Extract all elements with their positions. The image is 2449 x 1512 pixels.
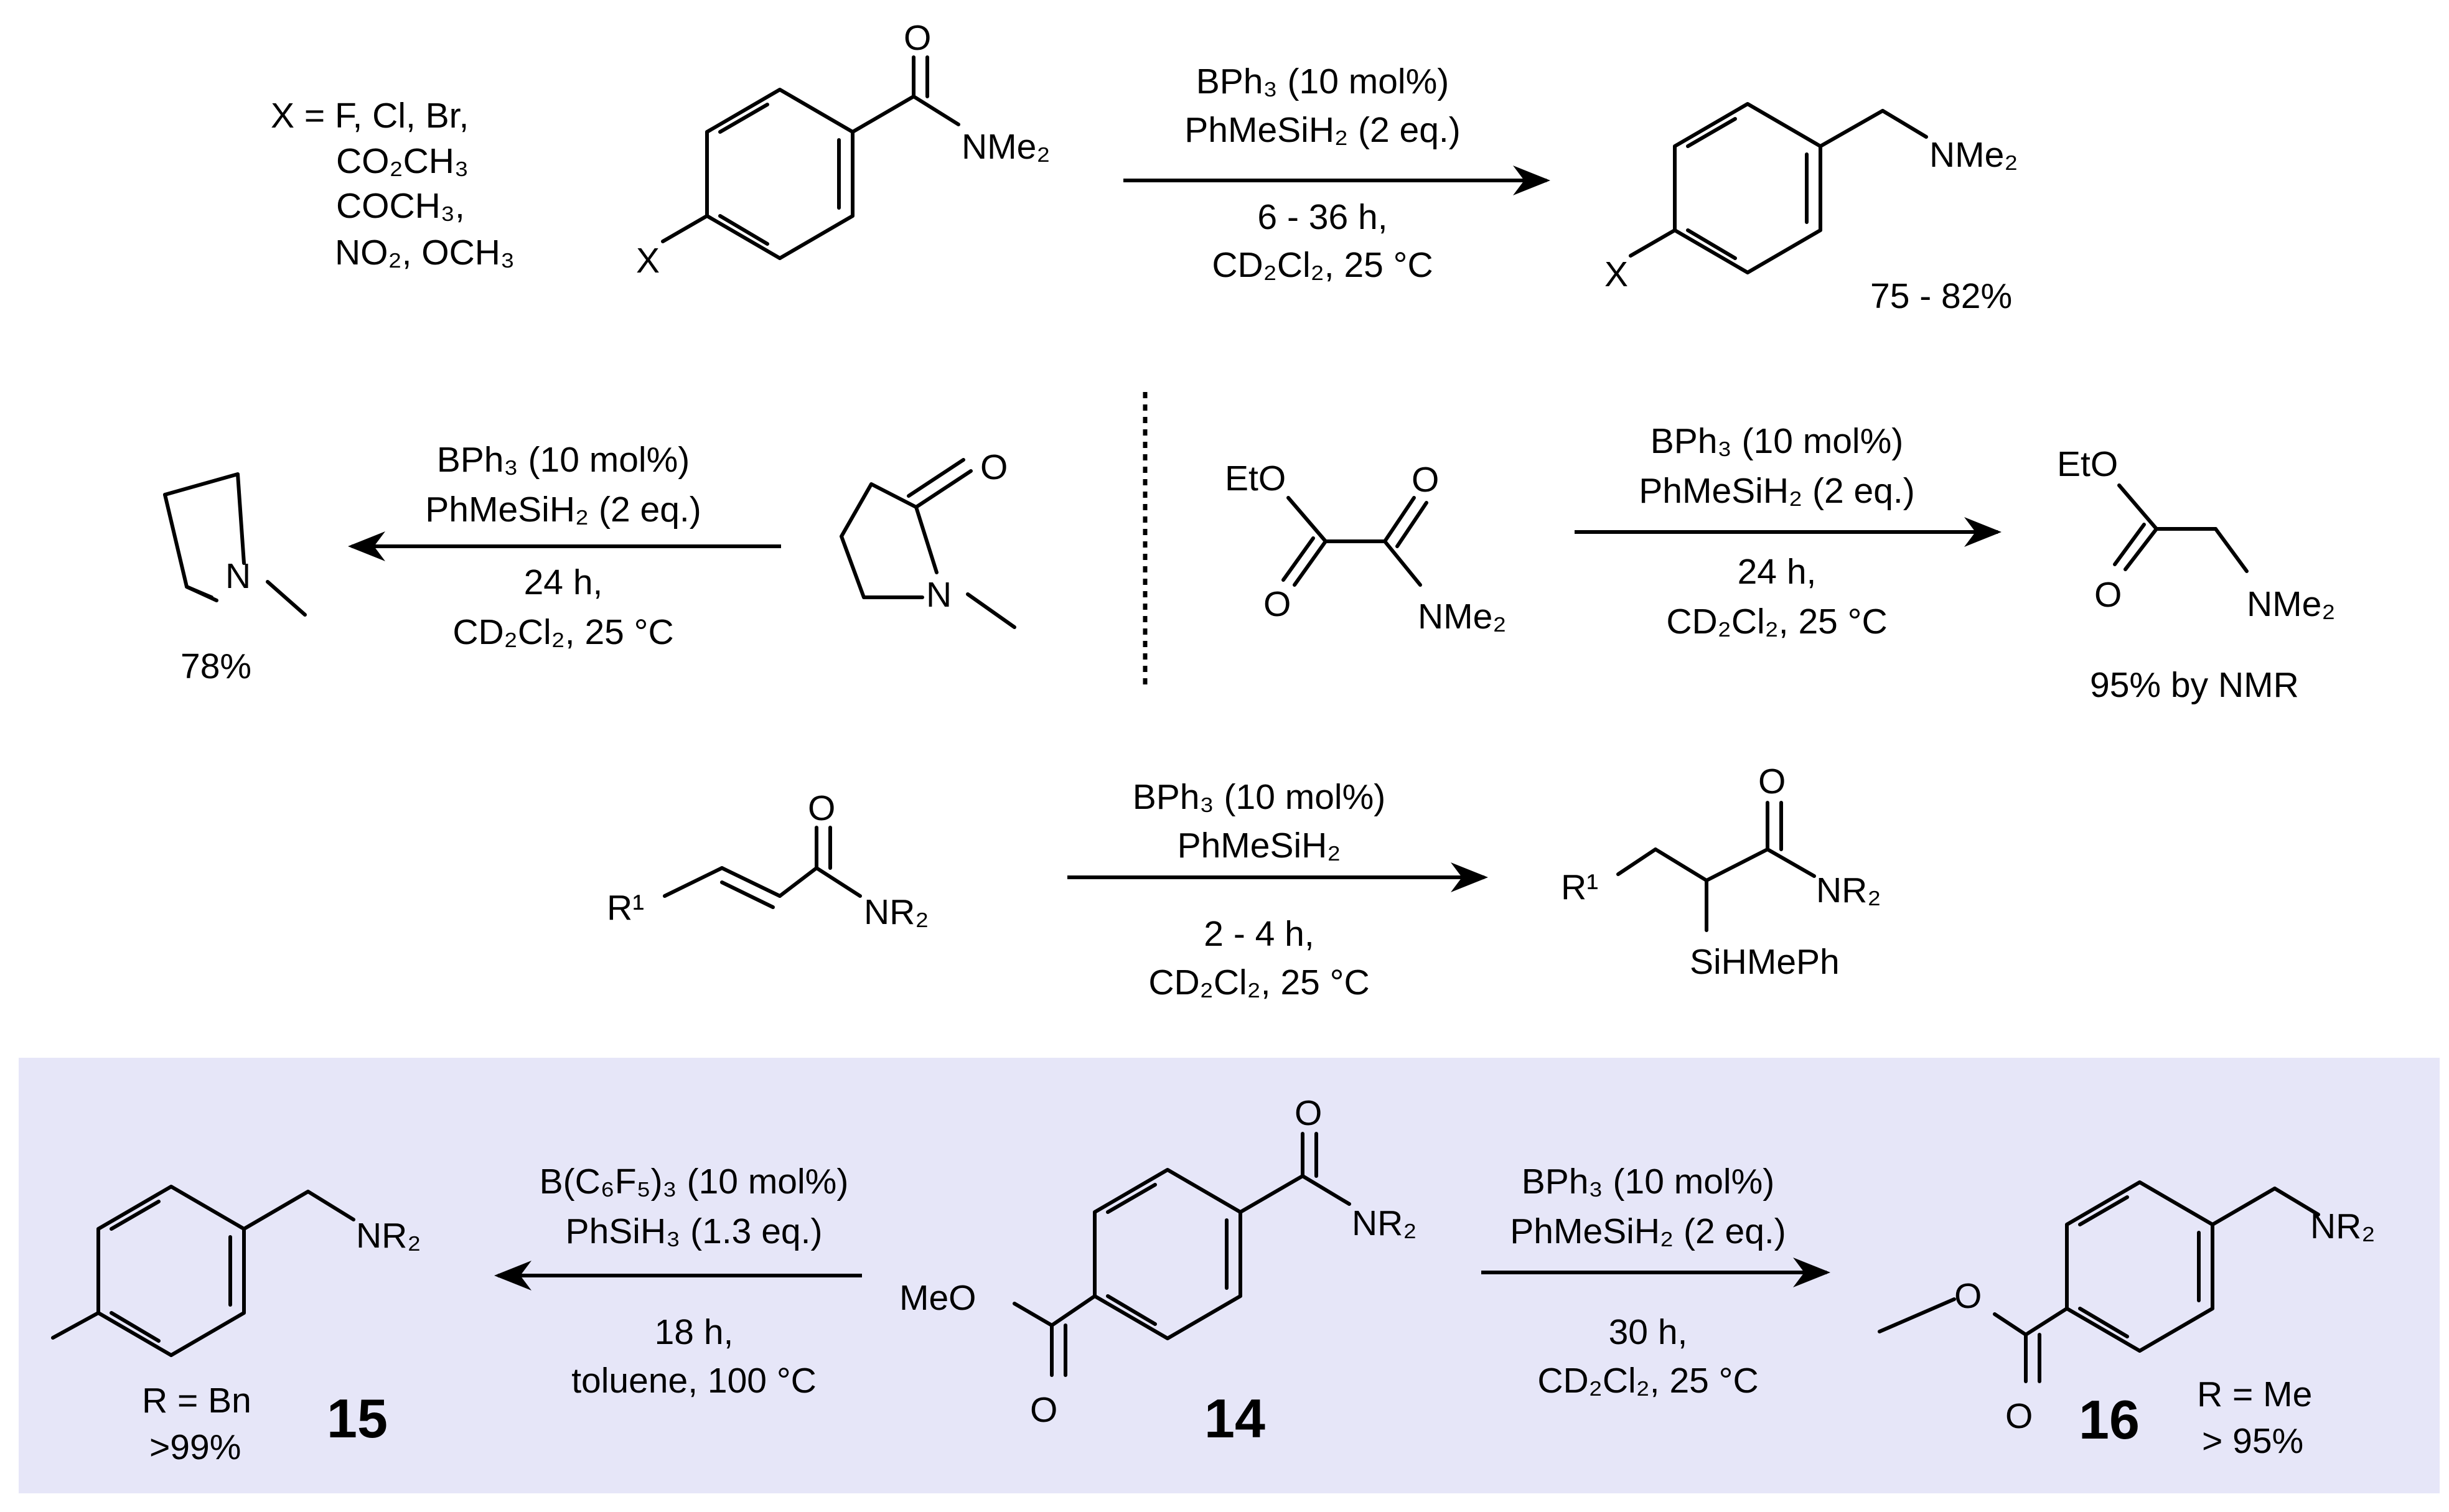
compound-number-14: 14: [1204, 1388, 1265, 1449]
nr2-label: NR₂: [1816, 870, 1881, 910]
r1-label: R¹: [1561, 867, 1598, 907]
compound-number-15: 15: [327, 1388, 388, 1449]
yield-label: >99%: [149, 1427, 241, 1467]
ester-carbonyl-o-label: O: [1030, 1390, 1057, 1430]
row1-conditions: BPh₃ (10 mol%) PhMeSiH₂ (2 eq.) 6 - 36 h…: [1123, 62, 1550, 285]
row3-starting-enamide: R¹ O NR₂: [607, 788, 929, 932]
highlight-panel: [19, 1058, 2440, 1493]
time: 24 h,: [1738, 552, 1817, 592]
row1-product-amine: X NMe₂ 75 - 82%: [1604, 102, 2018, 316]
x-substituent-label: X: [1604, 254, 1628, 294]
solvent-temp: CD₂Cl₂, 25 °C: [1212, 245, 1433, 285]
yield-label: 95% by NMR: [2090, 665, 2299, 705]
x-list-line-2: CO₂CH₃: [336, 141, 469, 181]
reagent-2: PhMeSiH₂: [1178, 826, 1341, 866]
nme2-label: NMe₂: [2247, 584, 2335, 624]
reagent-2: PhSiH₃ (1.3 eq.): [566, 1211, 823, 1251]
row3-product-silyl-amide: R¹ O NR₂ SiHMePh: [1561, 762, 1881, 982]
silyl-label: SiHMePh: [1690, 942, 1840, 982]
x-list-line-1: X = F, Cl, Br,: [271, 96, 469, 136]
compound-number-16: 16: [2079, 1389, 2140, 1450]
solvent-temp: toluene, 100 °C: [571, 1361, 817, 1401]
meo-label: MeO: [899, 1278, 976, 1318]
panel-right-conditions: BPh₃ (10 mol%) PhMeSiH₂ (2 eq.) 30 h, CD…: [1481, 1162, 1830, 1401]
carbonyl-o-label: O: [2094, 575, 2122, 615]
reagent-2: PhMeSiH₂ (2 eq.): [425, 490, 701, 530]
ether-o-label: O: [1954, 1276, 1982, 1316]
time: 30 h,: [1609, 1312, 1688, 1352]
reagent-1: BPh₃ (10 mol%): [1196, 62, 1449, 101]
compound-15: NR₂ R = Bn >99% 15: [51, 1185, 421, 1467]
reagent-1: BPh₃ (10 mol%): [1651, 421, 1904, 461]
row2-right-conditions: BPh₃ (10 mol%) PhMeSiH₂ (2 eq.) 24 h, CD…: [1575, 421, 2002, 642]
reagent-1: BPh₃ (10 mol%): [437, 440, 690, 480]
x-substituent-label: X: [636, 241, 660, 281]
eto-label: EtO: [2057, 444, 2118, 484]
nme2-label: NMe₂: [962, 127, 1050, 167]
carbonyl-o-label: O: [904, 18, 931, 58]
yield-label: 78%: [180, 646, 251, 686]
solvent-temp: CD₂Cl₂, 25 °C: [1537, 1361, 1758, 1401]
carbonyl-o-label: O: [980, 447, 1008, 487]
carbonyl-o-label: O: [808, 788, 835, 828]
reagent-2: PhMeSiH₂ (2 eq.): [1510, 1211, 1786, 1251]
carbonyl-o-label: O: [2005, 1396, 2033, 1436]
benzene-ring: [1673, 102, 1822, 274]
yield-label: 75 - 82%: [1870, 276, 2012, 316]
solvent-temp: CD₂Cl₂, 25 °C: [452, 612, 673, 652]
reagent-1: BPh₃ (10 mol%): [1522, 1162, 1775, 1202]
time: 24 h,: [524, 562, 603, 602]
row3-conditions: BPh₃ (10 mol%) PhMeSiH₂ 2 - 4 h, CD₂Cl₂,…: [1067, 777, 1488, 1002]
reagent-1: BPh₃ (10 mol%): [1133, 777, 1386, 817]
nme2-label: NMe₂: [1418, 597, 1506, 637]
n-label: N: [926, 575, 952, 615]
row2-right-product-glycinate: EtO O NMe₂ 95% by NMR: [2057, 444, 2335, 705]
time: 2 - 4 h,: [1204, 914, 1314, 954]
nr2-label: NR₂: [2310, 1206, 2375, 1246]
reagent-2: PhMeSiH₂ (2 eq.): [1184, 110, 1460, 150]
x-list-line-3: COCH₃,: [336, 186, 465, 226]
compound-16: NR₂ O O 16 R = Me > 95%: [1878, 1180, 2375, 1461]
x-list-line-4: NO₂, OCH₃: [335, 233, 515, 273]
row1-starting-amide: X O NMe₂: [636, 18, 1050, 281]
amide-o-label: O: [1412, 460, 1439, 500]
r-definition: R = Bn: [142, 1381, 251, 1421]
row2-left-conditions: BPh₃ (10 mol%) PhMeSiH₂ (2 eq.) 24 h, CD…: [348, 440, 781, 652]
row1-substituent-list: X = F, Cl, Br, CO₂CH₃ COCH₃, NO₂, OCH₃: [271, 96, 515, 273]
ester-o-label: O: [1263, 584, 1291, 624]
reagent-1: B(C₆F₅)₃ (10 mol%): [540, 1162, 849, 1202]
time: 18 h,: [655, 1312, 734, 1352]
row2-left-product-pyrrolidine: N 78%: [163, 472, 307, 686]
solvent-temp: CD₂Cl₂, 25 °C: [1148, 963, 1369, 1002]
r-definition: R = Me: [2197, 1374, 2312, 1414]
benzene-ring: [705, 88, 855, 260]
solvent-temp: CD₂Cl₂, 25 °C: [1666, 602, 1887, 642]
nr2-label: NR₂: [864, 892, 929, 932]
eto-label: EtO: [1225, 459, 1286, 498]
nr2-label: NR₂: [1352, 1203, 1416, 1243]
amide-o-label: O: [1295, 1093, 1322, 1133]
n-label: N: [225, 556, 251, 596]
nme2-label: NMe₂: [1929, 135, 2018, 175]
time: 6 - 36 h,: [1257, 197, 1387, 237]
compound-14: O NR₂ O MeO 14: [899, 1093, 1416, 1449]
nr2-label: NR₂: [356, 1216, 421, 1256]
yield-label: > 95%: [2202, 1421, 2303, 1461]
r1-label: R¹: [607, 888, 644, 928]
panel-left-conditions: B(C₆F₅)₃ (10 mol%) PhSiH₃ (1.3 eq.) 18 h…: [494, 1162, 862, 1401]
row2-right-starting-oxamate: EtO O O NMe₂: [1225, 459, 1506, 637]
reagent-2: PhMeSiH₂ (2 eq.): [1639, 471, 1914, 511]
row2-left-starting-lactam: O N: [840, 447, 1016, 629]
carbonyl-o-label: O: [1758, 762, 1786, 801]
